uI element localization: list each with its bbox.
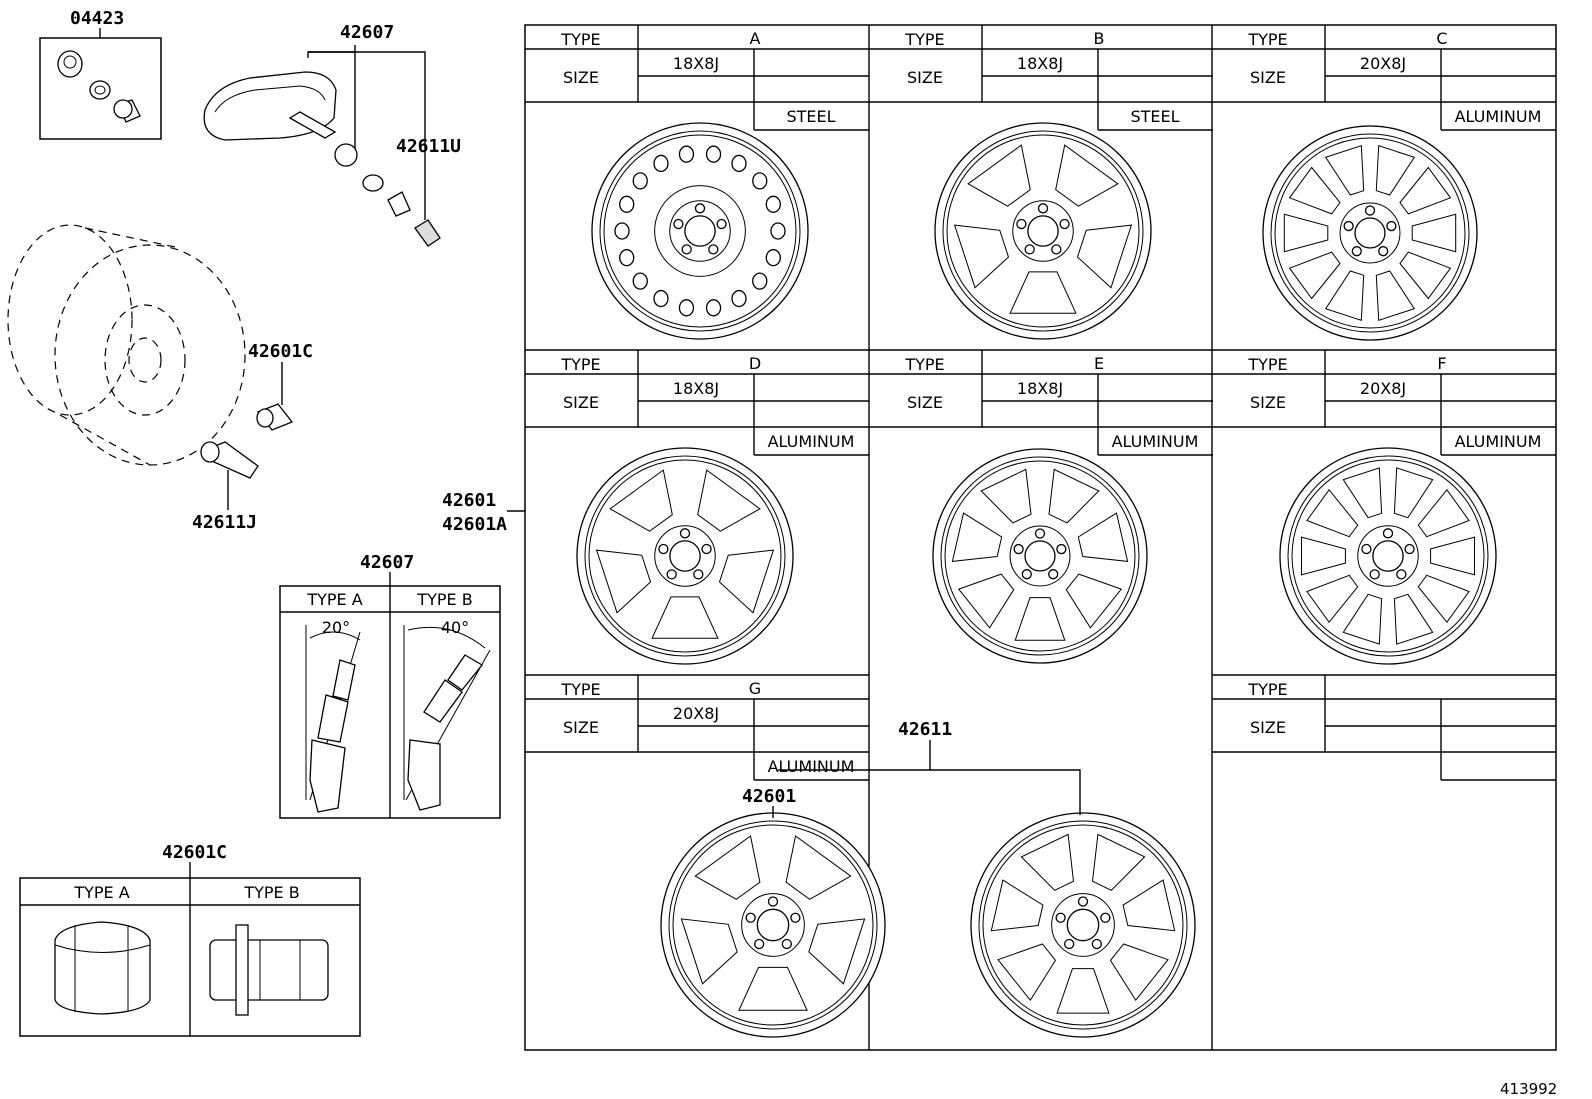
part-number-42607-box: 42607 bbox=[360, 552, 414, 573]
valve-stem-icon bbox=[200, 441, 259, 479]
blank-type-label: TYPE bbox=[1247, 680, 1287, 699]
cell-header: TYPE SIZE A 18X8J STEEL bbox=[525, 25, 869, 131]
wheel-type-G: G bbox=[749, 679, 761, 698]
cell-header: TYPE SIZE F 20X8J ALUMINUM bbox=[1212, 350, 1556, 456]
part-number-42601A: 42601A bbox=[442, 514, 507, 535]
part-number-42607-top: 42607 bbox=[340, 22, 394, 43]
part-number-42611U: 42611U bbox=[396, 136, 461, 157]
wheel-C-figure bbox=[1262, 125, 1478, 341]
wheel-material-F: ALUMINUM bbox=[1455, 432, 1542, 451]
part-number-42601: 42601 bbox=[442, 490, 496, 511]
wheel-type-F: F bbox=[1437, 354, 1446, 373]
wheel-material-C: ALUMINUM bbox=[1455, 107, 1542, 126]
wheel-size-B: 18X8J bbox=[1017, 54, 1063, 73]
valve-type-a-label: TYPE A bbox=[306, 590, 362, 609]
cell-header: TYPE SIZE B 18X8J STEEL bbox=[869, 25, 1213, 131]
type-label: TYPE bbox=[560, 680, 600, 699]
valve-angle-b: 40° bbox=[441, 618, 469, 637]
part-number-42601-bottom: 42601 bbox=[742, 786, 796, 807]
wheel-size-C: 20X8J bbox=[1360, 54, 1406, 73]
wheel-material-G: ALUMINUM bbox=[768, 757, 855, 776]
valve-type-b-label: TYPE B bbox=[416, 590, 472, 609]
tire-icon bbox=[7, 224, 246, 466]
type-label: TYPE bbox=[560, 355, 600, 374]
wheel-size-G: 20X8J bbox=[673, 704, 719, 723]
type-label: TYPE bbox=[904, 355, 944, 374]
wheel-E-figure bbox=[932, 448, 1148, 664]
size-label: SIZE bbox=[1250, 68, 1286, 87]
cell-header: TYPE SIZE G 20X8J ALUMINUM bbox=[525, 675, 869, 781]
cell-header: TYPE SIZE C 20X8J ALUMINUM bbox=[1212, 25, 1556, 131]
cell-header: TYPE SIZE E 18X8J ALUMINUM bbox=[869, 350, 1213, 456]
part-number-04423: 04423 bbox=[70, 8, 124, 29]
nut-type-a-label: TYPE A bbox=[73, 883, 129, 902]
size-label: SIZE bbox=[563, 393, 599, 412]
wheel-material-B: STEEL bbox=[1130, 107, 1179, 126]
part-number-42611J: 42611J bbox=[192, 512, 257, 533]
wheel-42601-figure bbox=[660, 812, 886, 1038]
wheel-material-D: ALUMINUM bbox=[768, 432, 855, 451]
size-label: SIZE bbox=[907, 68, 943, 87]
wheel-A-figure bbox=[591, 122, 809, 340]
type-label: TYPE bbox=[1247, 355, 1287, 374]
part-number-42601C-side: 42601C bbox=[248, 341, 313, 362]
wheel-size-A: 18X8J bbox=[673, 54, 719, 73]
lug-nut-icon bbox=[256, 403, 294, 431]
cell-header: TYPE SIZE D 18X8J ALUMINUM bbox=[525, 350, 869, 456]
size-label: SIZE bbox=[563, 718, 599, 737]
type-label: TYPE bbox=[904, 30, 944, 49]
valve-type-a-figure bbox=[305, 625, 361, 813]
wheel-type-D: D bbox=[749, 354, 761, 373]
wheel-size-E: 18X8J bbox=[1017, 379, 1063, 398]
nut-type-a-figure bbox=[54, 921, 151, 1015]
wheel-size-F: 20X8J bbox=[1360, 379, 1406, 398]
type-label: TYPE bbox=[1247, 30, 1287, 49]
wheel-type-B: B bbox=[1094, 29, 1105, 48]
size-label: SIZE bbox=[907, 393, 943, 412]
figure-number: 413992 bbox=[1500, 1080, 1557, 1098]
wheel-D-figure bbox=[576, 447, 794, 665]
blank-size-label: SIZE bbox=[1250, 718, 1286, 737]
wheel-material-E: ALUMINUM bbox=[1112, 432, 1199, 451]
wheel-material-A: STEEL bbox=[786, 107, 835, 126]
wheel-type-C: C bbox=[1436, 29, 1447, 48]
wheel-F-figure bbox=[1279, 447, 1497, 665]
valve-type-b-figure bbox=[403, 625, 491, 811]
wheel-42611-figure bbox=[970, 812, 1196, 1038]
wheel-type-A: A bbox=[750, 29, 761, 48]
valve-kit-parts-icon bbox=[57, 50, 141, 123]
tpms-sensor-icon bbox=[203, 71, 411, 217]
part-number-42601C-box: 42601C bbox=[162, 842, 227, 863]
wheel-size-D: 18X8J bbox=[673, 379, 719, 398]
wheel-type-E: E bbox=[1094, 354, 1104, 373]
size-label: SIZE bbox=[563, 68, 599, 87]
nut-type-b-figure bbox=[209, 924, 329, 1016]
part-number-42611-bottom: 42611 bbox=[898, 719, 952, 740]
size-label: SIZE bbox=[1250, 393, 1286, 412]
valve-cap-icon bbox=[414, 219, 441, 247]
blank-type-cell: TYPE SIZE bbox=[1212, 675, 1556, 781]
nut-type-b-label: TYPE B bbox=[243, 883, 299, 902]
type-label: TYPE bbox=[560, 30, 600, 49]
wheel-B-figure bbox=[934, 122, 1152, 340]
